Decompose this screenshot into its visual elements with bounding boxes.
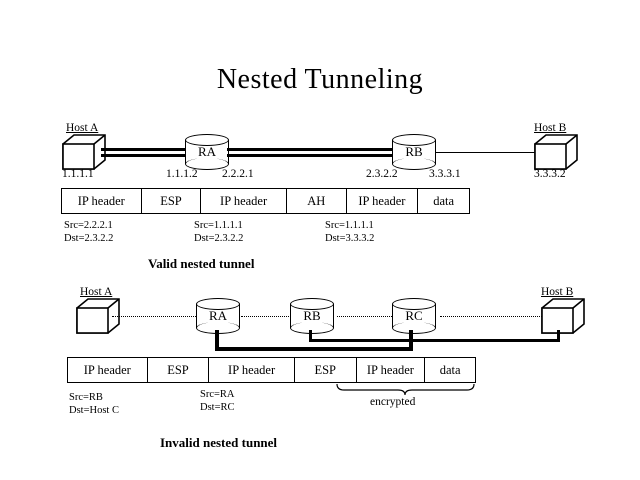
annotation-dst: Dst=2.3.2.2 — [64, 233, 114, 244]
cylinder-top-ellipse — [290, 298, 334, 310]
host-a-label-invalid: Host A — [80, 286, 113, 298]
ra-address-right: 2.2.2.1 — [222, 168, 254, 180]
router-rc-label: RC — [405, 308, 423, 323]
host-b-label-valid: Host B — [534, 122, 567, 134]
cylinder-top-ellipse — [392, 298, 436, 310]
router-rb-invalid: RB — [290, 298, 334, 334]
router-rc-invalid: RC — [392, 298, 436, 334]
host-b-address-valid: 3.3.3.2 — [534, 168, 566, 180]
cylinder-top-ellipse — [185, 134, 229, 146]
router-rb-label: RB — [405, 144, 423, 159]
caption-invalid: Invalid nested tunnel — [160, 435, 278, 450]
host-b-cube-valid — [534, 133, 580, 173]
router-ra-label: RA — [208, 308, 228, 323]
dotted-link-ra-rb — [241, 316, 291, 317]
host-a-cube-invalid — [76, 297, 122, 337]
cube-icon — [76, 298, 120, 334]
router-ra-valid: RA — [185, 134, 229, 170]
packet-table-invalid: IP header ESP IP header ESP IP header da… — [67, 357, 476, 383]
annotation-src: Src=1.1.1.1 — [194, 220, 243, 231]
host-b-label-invalid: Host B — [541, 286, 574, 298]
router-rb-label: RB — [303, 308, 321, 323]
host-a-address-valid: 1.1.1.1 — [62, 168, 94, 180]
tunnel-bracket-2-span — [309, 339, 560, 342]
cylinder-bottom-ellipse — [290, 322, 334, 334]
packet-cell: IP header — [347, 189, 419, 213]
cylinder-bottom-ellipse — [185, 158, 229, 170]
packet-cell: ESP — [148, 358, 210, 382]
tunnel-line-inner-a-ra — [101, 154, 187, 157]
host-b-cube-invalid — [541, 297, 587, 337]
router-rb-valid: RB — [392, 134, 436, 170]
tunnel-bracket-2-left-stem — [309, 330, 312, 342]
cube-icon — [534, 134, 578, 170]
cylinder-bottom-ellipse — [392, 322, 436, 334]
cylinder-bottom-ellipse — [392, 158, 436, 170]
router-ra-invalid: RA — [196, 298, 240, 334]
annotation-group-3: Src=1.1.1.1 Dst=3.3.3.2 — [325, 219, 374, 245]
annotation-dst: Dst=Host C — [69, 405, 119, 416]
annotation-src: Src=RA — [200, 389, 235, 400]
packet-cell: IP header — [209, 358, 295, 382]
packet-cell: IP header — [62, 189, 142, 213]
packet-cell: ESP — [142, 189, 202, 213]
packet-cell: IP header — [68, 358, 148, 382]
link-rb-hostb — [435, 152, 536, 154]
ra-address-left: 1.1.1.2 — [166, 168, 198, 180]
annotation-dst: Dst=2.3.2.2 — [194, 233, 244, 244]
cylinder-top-ellipse — [196, 298, 240, 310]
tunnel-line-inner-ra-rb — [227, 154, 395, 157]
annotation-src: Src=1.1.1.1 — [325, 220, 374, 231]
caption-valid: Valid nested tunnel — [148, 256, 255, 271]
encrypted-brace-icon — [336, 383, 475, 396]
router-ra-label: RA — [197, 144, 217, 159]
cylinder-top-ellipse — [392, 134, 436, 146]
packet-table-valid: IP header ESP IP header AH IP header dat… — [61, 188, 470, 214]
cube-icon — [541, 298, 585, 334]
annotation-src: Src=2.2.2.1 — [64, 220, 113, 231]
packet-cell: AH — [287, 189, 347, 213]
annotation-group-2: Src=1.1.1.1 Dst=2.3.2.2 — [194, 219, 243, 245]
tunnel-bracket-1-span — [215, 347, 413, 351]
dotted-link-rc-hostb — [440, 316, 544, 317]
packet-cell: IP header — [201, 189, 287, 213]
rb-address-right: 3.3.3.1 — [429, 168, 461, 180]
tunnel-bracket-1-left-stem — [215, 330, 219, 351]
page-title: Nested Tunneling — [216, 64, 424, 95]
annotation-dst: Dst=RC — [200, 402, 235, 413]
packet-cell: data — [439, 363, 461, 377]
rb-address-left: 2.3.2.2 — [366, 168, 398, 180]
host-a-label-valid: Host A — [66, 122, 99, 134]
tunnel-line-outer-a-ra — [101, 148, 187, 151]
tunnel-bracket-2-right-stem — [557, 330, 560, 342]
encrypted-label: encrypted — [370, 396, 416, 408]
host-a-cube-valid — [62, 133, 108, 173]
packet-cell: data — [433, 194, 455, 208]
packet-cell: IP header — [357, 358, 426, 382]
annotation-src: Src=RB — [69, 392, 103, 403]
tunnel-line-outer-ra-rb — [227, 148, 395, 151]
annotation-group-1: Src=2.2.2.1 Dst=2.3.2.2 — [64, 219, 113, 245]
dotted-link-rb-rc — [337, 316, 394, 317]
cube-icon — [62, 134, 106, 170]
annotation-group-5: Src=RA Dst=RC — [200, 388, 235, 414]
dotted-link-hosta-ra — [112, 316, 198, 317]
annotation-group-4: Src=RB Dst=Host C — [69, 391, 119, 417]
packet-cell: ESP — [295, 358, 357, 382]
annotation-dst: Dst=3.3.3.2 — [325, 233, 375, 244]
